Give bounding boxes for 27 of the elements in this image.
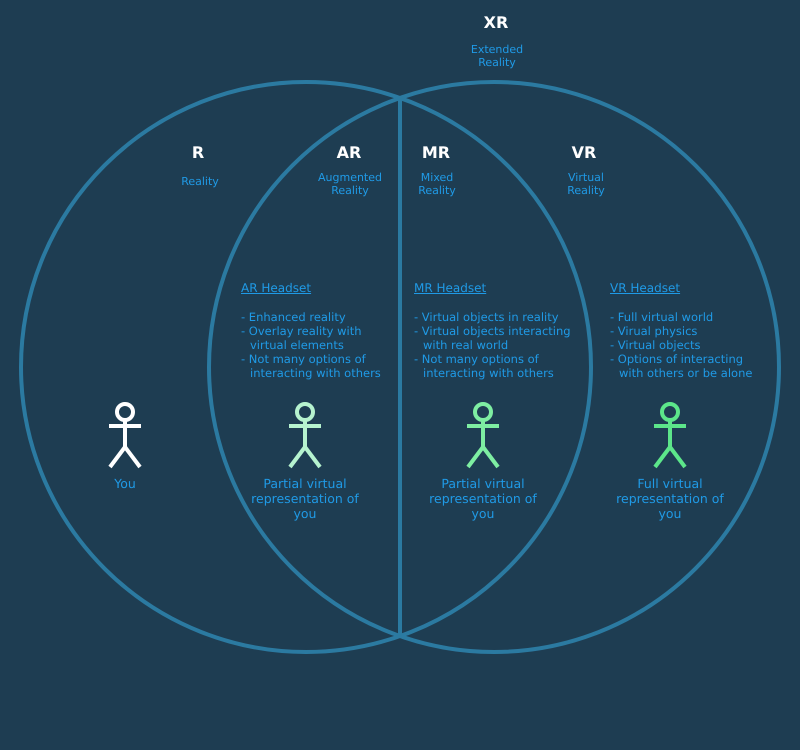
subheading: Virtual Reality: [566, 171, 606, 197]
bullet-text: - Options of interacting with others or be alone: [610, 352, 754, 380]
bullet-text: - Virtual objects: [610, 338, 702, 352]
bullet-text: - Virual physics: [610, 324, 698, 338]
heading: R: [190, 144, 206, 162]
section-heading: AR Headset: [241, 282, 312, 295]
subheading: Augmented Reality: [317, 171, 383, 197]
caption: Partial virtual representation of you: [428, 476, 538, 521]
subheading: Reality: [180, 175, 220, 188]
subheading: Mixed Reality: [417, 171, 457, 197]
bullet-text: - Virtual objects in reality: [414, 310, 560, 324]
heading: XR: [482, 14, 510, 32]
caption: You: [113, 476, 137, 491]
bullet-text: - Overlay reality with virtual elements: [241, 324, 363, 352]
bullet-text: - Enhanced reality: [241, 310, 347, 324]
section-heading: MR Headset: [414, 282, 488, 295]
bullet-text: - Virtual objects interacting with real world: [414, 324, 572, 352]
bullet-text: - Not many options of interacting with others: [414, 352, 555, 380]
bullet-text: - Full virtual world: [610, 310, 714, 324]
heading: VR: [570, 144, 598, 162]
bullet-text: - Not many options of interacting with others: [241, 352, 382, 380]
section-heading: VR Headset: [610, 282, 682, 295]
caption: Full virtual representation of you: [615, 476, 725, 521]
heading: MR: [420, 144, 452, 162]
subheading: Extended Reality: [470, 43, 524, 69]
caption: Partial virtual representation of you: [250, 476, 360, 521]
heading: AR: [336, 144, 362, 162]
